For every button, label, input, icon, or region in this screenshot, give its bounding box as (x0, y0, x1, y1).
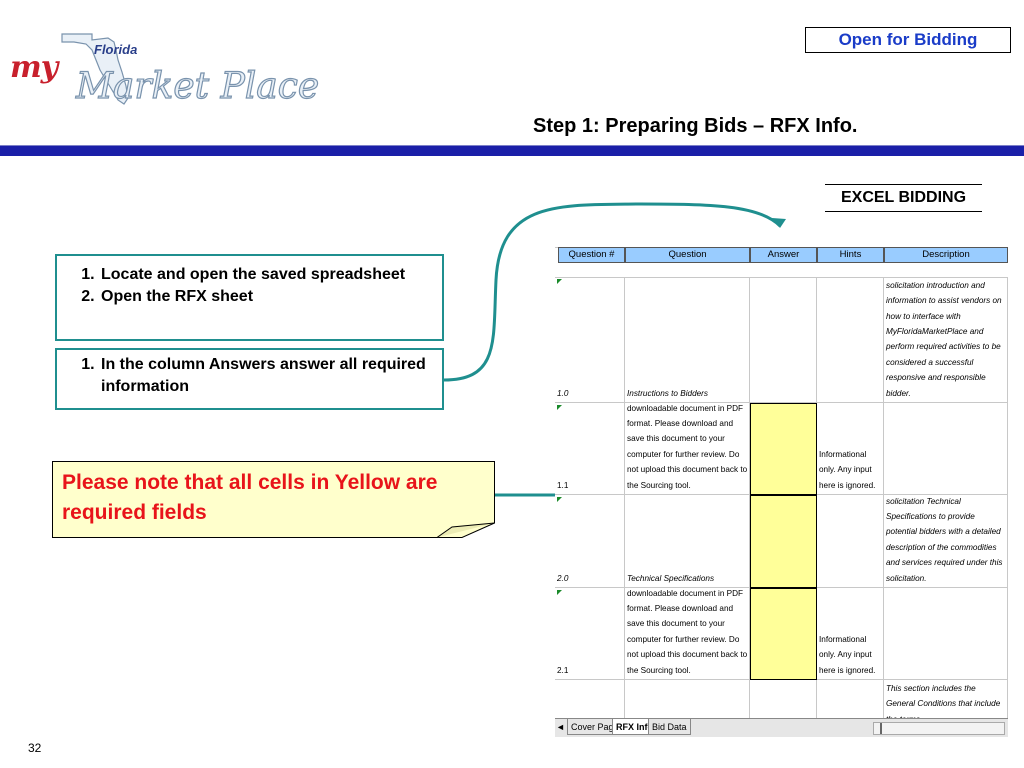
my-florida-market-place-logo: my Florida Market Place (4, 20, 320, 120)
table-cell[interactable]: Instructions to Bidders (625, 277, 750, 403)
note-text: Please note that all cells in Yellow are… (62, 471, 438, 524)
description-cell[interactable] (884, 403, 1008, 495)
scrollbar-thumb[interactable] (880, 723, 882, 734)
table-cell[interactable]: Informational only. Any input here is ig… (817, 588, 884, 680)
column-header-label: Description (922, 249, 970, 260)
hints-cell[interactable] (817, 495, 884, 588)
table-cell[interactable] (555, 680, 625, 720)
table-cell[interactable]: Attachment: This is a downloadable docum… (625, 403, 750, 495)
florida-map-icon (61, 33, 129, 105)
table-cell[interactable] (625, 680, 750, 720)
arrowhead-top (772, 218, 786, 228)
question-text: Attachment: This is a downloadable docum… (627, 403, 748, 490)
question-text: Instructions to Bidders (627, 388, 709, 398)
instruction-step: Locate and open the saved spreadsheet (99, 264, 442, 286)
sheet-spacer-row (555, 263, 1008, 278)
note-shape (52, 461, 495, 538)
column-header: Answer (750, 247, 817, 263)
description-text: This section includes the solicitation i… (886, 280, 1002, 398)
logo-my-text: my (10, 50, 58, 85)
required-fields-note: Please note that all cells in Yellow are… (52, 461, 495, 538)
column-header-label: Hints (839, 249, 862, 260)
answer-cell[interactable] (750, 680, 817, 720)
column-header: Question # (558, 247, 625, 263)
hint-text: Informational only. Any input here is ig… (819, 449, 876, 490)
column-header-label: Question (668, 249, 707, 260)
question-number: 2.0 (557, 573, 569, 583)
table-cell[interactable]: 2.0 (555, 495, 625, 588)
column-header: Description (884, 247, 1008, 263)
comment-marker-icon (557, 279, 562, 284)
table-cell[interactable]: This section includes the solicitation T… (884, 495, 1008, 588)
required-answer-cell[interactable] (750, 403, 817, 495)
comment-marker-icon (557, 405, 562, 410)
header-divider (0, 146, 1024, 156)
sheet-tab-bar: ◄ ► Cover Page RFX Info Bid Data (555, 718, 1008, 737)
status-badge: Open for Bidding (805, 27, 1011, 53)
column-header-label: Answer (767, 249, 800, 260)
column-header: Hints (817, 247, 884, 263)
sheet-tab-nav-icon[interactable]: ◄ ► (556, 722, 576, 732)
hints-cell[interactable] (817, 680, 884, 720)
question-number: 1.0 (557, 388, 569, 398)
sheet-top-strip (555, 229, 1008, 248)
table-cell[interactable]: Informational only. Any input here is ig… (817, 403, 884, 495)
page-number: 32 (28, 741, 42, 755)
table-cell[interactable]: 1.0 (555, 277, 625, 403)
comment-marker-icon (557, 497, 562, 502)
instruction-step: Open the RFX sheet (99, 286, 442, 308)
question-number: 1.1 (557, 480, 569, 490)
column-header: Question (625, 247, 750, 263)
answer-cell[interactable] (750, 277, 817, 403)
tab-bid-data[interactable]: Bid Data (648, 719, 691, 735)
question-text: Technical Specifications (627, 573, 715, 583)
horizontal-scrollbar[interactable] (873, 722, 1005, 735)
comment-marker-icon (557, 590, 562, 595)
spreadsheet-excerpt: Question # Question Answer Hints Descrip… (555, 229, 1008, 741)
column-header-label: Question # (568, 249, 615, 260)
page-title: Step 1: Preparing Bids – RFX Info. (533, 115, 858, 137)
table-cell[interactable]: This section includes the General Condit… (884, 680, 1008, 720)
description-cell[interactable] (884, 588, 1008, 680)
sheet-grid: Question # Question Answer Hints Descrip… (555, 229, 1008, 720)
header-divider-thin (0, 145, 1024, 146)
description-text: This section includes the solicitation T… (886, 496, 1003, 583)
logo-florida-text: Florida (94, 42, 138, 57)
table-cell[interactable]: This section includes the solicitation i… (884, 277, 1008, 403)
required-answer-cell[interactable] (750, 495, 817, 588)
logo-market-place-text: Market Place (75, 65, 320, 107)
table-cell[interactable]: Attachment: This is a downloadable docum… (625, 588, 750, 680)
table-cell[interactable]: 1.1 (555, 403, 625, 495)
hints-cell[interactable] (817, 277, 884, 403)
question-number: 2.1 (557, 665, 569, 675)
table-cell[interactable]: 2.1 (555, 588, 625, 680)
instruction-box-answers: In the column Answers answer all require… (55, 348, 444, 410)
table-cell[interactable]: Technical Specifications (625, 495, 750, 588)
hint-text: Informational only. Any input here is ig… (819, 634, 876, 675)
instruction-step: In the column Answers answer all require… (99, 354, 442, 398)
excel-bidding-label: EXCEL BIDDING (825, 184, 982, 212)
question-text: Attachment: This is a downloadable docum… (627, 588, 748, 675)
required-answer-cell[interactable] (750, 588, 817, 680)
description-text: This section includes the General Condit… (886, 684, 1001, 720)
instruction-box-open-sheet: Locate and open the saved spreadsheet Op… (55, 254, 444, 341)
